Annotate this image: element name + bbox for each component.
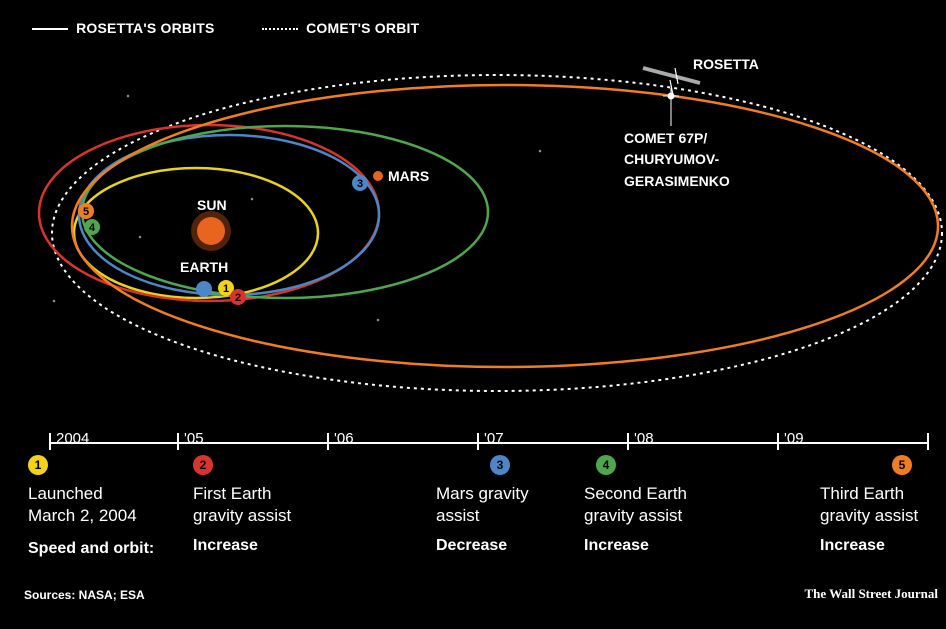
earth-icon	[196, 281, 212, 297]
event-line1: First Earth	[193, 484, 272, 503]
rosetta-spacecraft-icon	[642, 66, 701, 96]
svg-text:5: 5	[83, 206, 89, 218]
event-line2: gravity assist	[193, 506, 292, 525]
event-line1: Third Earth	[820, 484, 905, 503]
event-line1: Mars gravity	[436, 484, 529, 503]
event-line1: Launched	[28, 484, 103, 503]
event-description: Launched March 2, 2004	[28, 483, 218, 527]
star	[538, 149, 542, 153]
sun-icon	[197, 217, 225, 245]
event-effect: Decrease	[436, 537, 508, 554]
speed-orbit-label: Speed and orbit:	[28, 540, 155, 557]
sources-note: Sources: NASA; ESA	[24, 588, 145, 602]
star	[138, 235, 142, 239]
svg-text:3: 3	[357, 178, 363, 190]
dotted-line-icon	[262, 28, 298, 31]
rosetta-label: ROSETTA	[693, 56, 759, 72]
publisher-credit: The Wall Street Journal	[804, 586, 939, 601]
event-2: 2 First Earth gravity assist Increase	[193, 455, 383, 555]
event-1: 1 Launched March 2, 2004	[28, 455, 218, 527]
event-5: 5 Third Earth gravity assist Increase	[820, 455, 940, 555]
event-effect: Increase	[584, 537, 649, 554]
star	[250, 197, 254, 201]
event-line2: gravity assist	[820, 506, 919, 525]
marker-5: 5	[78, 203, 94, 219]
event-badge-3: 3	[490, 455, 510, 475]
event-effect: Increase	[193, 537, 258, 554]
earth-label: EARTH	[180, 259, 228, 275]
event-description: First Earth gravity assist	[193, 483, 383, 527]
event-badge-4: 4	[596, 455, 616, 475]
mars-label: MARS	[388, 168, 429, 184]
timeline-labels: 2004 '05 '06 '07 '08 '09	[0, 430, 946, 450]
star	[52, 299, 56, 303]
event-description: Third Earth gravity assist	[820, 483, 940, 527]
tick-label-06: '06	[334, 430, 354, 447]
event-list: 1 Launched March 2, 2004 2 First Earth g…	[0, 455, 946, 565]
svg-text:4: 4	[89, 222, 96, 234]
comet-label-line1: COMET 67P/	[624, 130, 707, 146]
comet-label-line3: GERASIMENKO	[624, 173, 730, 189]
comet-orbit	[51, 74, 943, 392]
event-line2: March 2, 2004	[28, 506, 137, 525]
event-line2: gravity assist	[584, 506, 683, 525]
event-line2: assist	[436, 506, 480, 525]
solid-line-icon	[32, 28, 68, 31]
tick-label-09: '09	[784, 430, 804, 447]
orbit-orange	[70, 83, 940, 369]
event-badge-5: 5	[892, 455, 912, 475]
event-badge-2: 2	[193, 455, 213, 475]
event-description: Second Earth gravity assist	[584, 483, 774, 527]
svg-text:2: 2	[235, 292, 241, 304]
svg-text:1: 1	[223, 283, 229, 295]
mars-icon	[373, 171, 383, 181]
orbit-yellow	[72, 166, 320, 300]
legend-comet-label: COMET'S ORBIT	[306, 20, 420, 36]
event-description: Mars gravity assist	[436, 483, 626, 527]
marker-4: 4	[84, 219, 100, 235]
tick-label-2004: 2004	[56, 430, 90, 447]
comet-label-line2: CHURYUMOV-	[624, 151, 719, 167]
legend-rosetta-label: ROSETTA'S ORBITS	[76, 20, 215, 36]
event-line1: Second Earth	[584, 484, 688, 503]
tick-label-08: '08	[634, 430, 654, 447]
tick-label-07: '07	[484, 430, 504, 447]
marker-1: 1	[218, 280, 234, 296]
event-effect: Increase	[820, 537, 885, 554]
legend-rosetta: ROSETTA'S ORBITS	[32, 20, 215, 36]
event-badge-1: 1	[28, 455, 48, 475]
marker-3: 3	[352, 175, 368, 191]
event-4: 4 Second Earth gravity assist Increase	[584, 455, 774, 555]
legend-comet: COMET'S ORBIT	[262, 20, 419, 36]
star	[376, 318, 380, 322]
star	[126, 94, 130, 98]
tick-label-05: '05	[184, 430, 204, 447]
event-3: 3 Mars gravity assist Decrease	[436, 455, 626, 555]
orbit-green	[80, 124, 490, 300]
marker-2: 2	[230, 289, 246, 305]
sun-label: SUN	[197, 197, 227, 213]
comet-icon	[663, 88, 679, 104]
